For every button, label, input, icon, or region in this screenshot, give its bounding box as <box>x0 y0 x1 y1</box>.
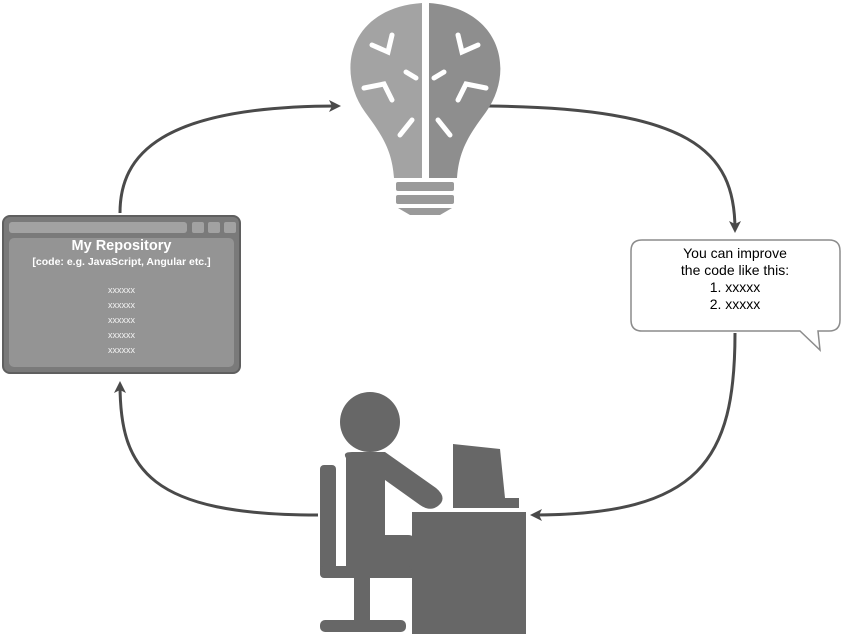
speech-bubble <box>630 239 841 352</box>
suggestion-line: You can improve <box>683 245 787 261</box>
repository-code-lines: xxxxxx xxxxxx xxxxxx xxxxxx xxxxxx <box>9 283 234 358</box>
arrow-bubble-to-person <box>530 332 737 521</box>
repository-window: My Repository [code: e.g. JavaScript, An… <box>2 215 241 374</box>
person-at-computer-icon <box>320 392 526 634</box>
monitor-stand <box>453 498 519 508</box>
chair-seat <box>320 566 412 578</box>
arrow-brain-to-bubble <box>487 104 741 233</box>
desk <box>412 512 526 634</box>
chair-back <box>320 465 336 577</box>
arrow-person-to-repo <box>114 381 319 517</box>
brain-lightbulb-icon <box>350 3 501 215</box>
code-line: xxxxxx <box>108 330 135 340</box>
bulb-base-ring-1 <box>396 182 454 191</box>
code-line: xxxxxx <box>108 300 135 310</box>
suggestion-line: the code like this: <box>680 262 790 278</box>
monitor <box>453 444 505 498</box>
bulb-base-tip <box>398 208 452 215</box>
suggestion-text: You can improve the code like this: 1. x… <box>632 245 838 313</box>
window-maximize-button <box>208 222 220 233</box>
person-head <box>340 392 400 452</box>
bulb-base-ring-2 <box>396 195 454 204</box>
arrow-repo-to-brain <box>118 100 341 214</box>
window-minimize-button <box>192 222 204 233</box>
person-body <box>344 452 443 578</box>
chair-base <box>320 620 406 632</box>
code-line: xxxxxx <box>108 315 135 325</box>
repository-subtitle: [code: e.g. JavaScript, Angular etc.] <box>32 256 211 268</box>
repository-title: My Repository <box>71 238 172 254</box>
suggestion-line: 2. xxxxx <box>709 296 761 312</box>
suggestion-line: 1. xxxxx <box>709 279 761 295</box>
code-line: xxxxxx <box>108 285 135 295</box>
code-line: xxxxxx <box>108 345 135 355</box>
chair-post <box>354 578 370 620</box>
repository-content: My Repository [code: e.g. JavaScript, An… <box>9 238 234 367</box>
window-close-button <box>224 222 236 233</box>
window-title-bar <box>9 222 187 233</box>
